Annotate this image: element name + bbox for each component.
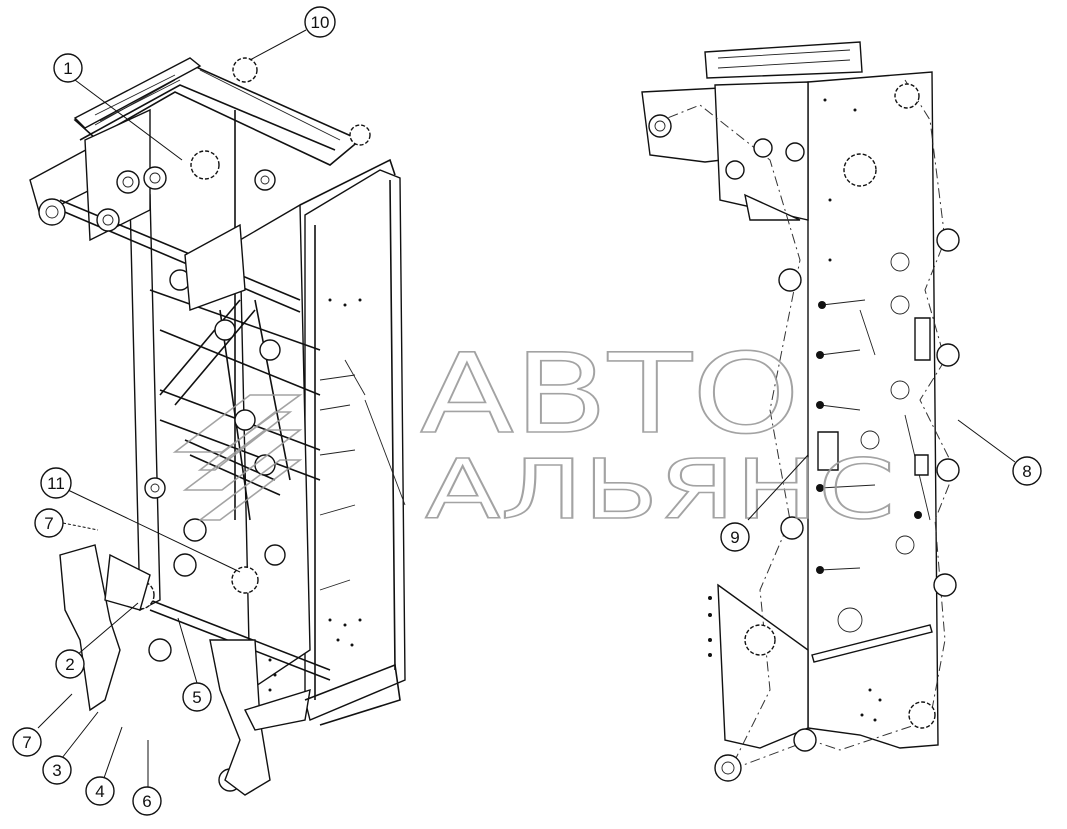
svg-text:5: 5: [192, 688, 201, 707]
watermark: АВТО АЛЬЯНС: [172, 329, 896, 539]
svg-text:4: 4: [95, 782, 104, 801]
watermark-line1: АВТО: [420, 330, 800, 458]
left-assembly: [29, 57, 406, 796]
callout-8: 8: [1012, 456, 1042, 486]
watermark-logo-icon: [172, 394, 303, 521]
callout-1: 1: [53, 53, 83, 83]
leader-lines: [37, 29, 1016, 788]
watermark-line2: АЛЬЯНС: [425, 443, 895, 538]
right-assembly: [641, 41, 960, 782]
svg-text:2: 2: [65, 655, 74, 674]
svg-text:7: 7: [22, 733, 31, 752]
svg-text:1: 1: [63, 59, 72, 78]
callout-10: 10: [304, 6, 336, 38]
svg-text:3: 3: [52, 761, 61, 780]
svg-text:10: 10: [311, 13, 330, 32]
svg-text:9: 9: [730, 528, 739, 547]
svg-text:8: 8: [1022, 462, 1031, 481]
callout-2: 2: [55, 649, 85, 679]
svg-text:7: 7: [44, 514, 53, 533]
callout-7-lower: 7: [12, 727, 42, 757]
callout-5: 5: [182, 682, 212, 712]
callout-7-upper: 7: [34, 508, 64, 538]
svg-text:6: 6: [142, 792, 151, 811]
callout-9: 9: [720, 522, 750, 552]
callout-3: 3: [42, 755, 72, 785]
callout-11: 11: [40, 467, 72, 499]
callout-6: 6: [132, 786, 162, 816]
svg-text:11: 11: [47, 474, 65, 493]
callout-4: 4: [85, 776, 115, 806]
